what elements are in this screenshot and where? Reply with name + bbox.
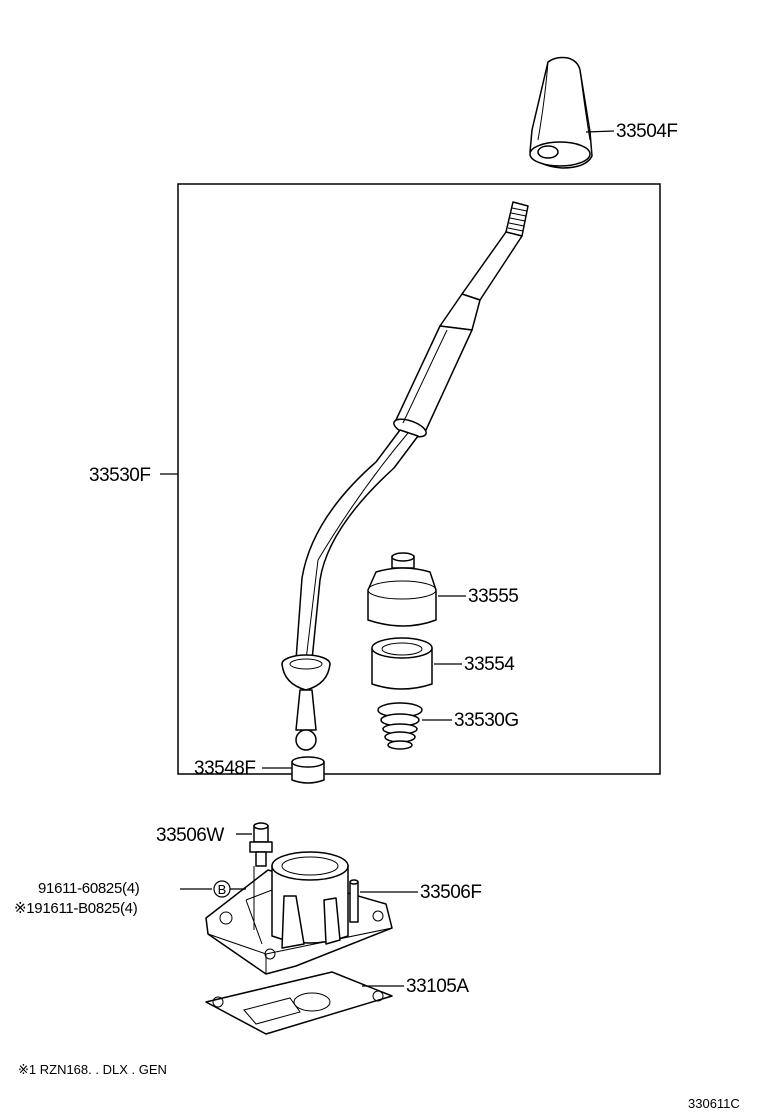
- label-33548F: 33548F: [194, 758, 255, 779]
- bushing-drawing[interactable]: [371, 637, 433, 690]
- collar-drawing[interactable]: [291, 756, 325, 784]
- boot-upper-drawing[interactable]: [367, 552, 437, 627]
- gasket-drawing[interactable]: [205, 971, 393, 1035]
- label-33506W: 33506W: [156, 825, 224, 846]
- footnote: ※1 RZN168. . DLX . GEN: [18, 1062, 167, 1077]
- label-33504F: 33504F: [616, 121, 677, 142]
- bolt-marker-letter: B: [218, 882, 227, 897]
- spring-drawing[interactable]: [377, 702, 423, 750]
- shift-knob-drawing[interactable]: [529, 56, 593, 169]
- shift-lever-drawing[interactable]: [281, 201, 529, 751]
- label-33555: 33555: [468, 586, 518, 607]
- label-33506F: 33506F: [420, 882, 481, 903]
- assembly-frame: [177, 183, 661, 775]
- breather-plug-drawing[interactable]: [249, 822, 273, 867]
- label-33530G: 33530G: [454, 710, 519, 731]
- label-33105A: 33105A: [406, 976, 469, 997]
- label-33554: 33554: [464, 654, 515, 675]
- figure-id: 330611C: [688, 1096, 740, 1111]
- label-bolt-alt: ※191611-B0825(4): [14, 900, 138, 917]
- label-33530F: 33530F: [89, 465, 150, 486]
- label-bolt-std: 91611-60825(4): [38, 880, 140, 897]
- retainer-drawing[interactable]: [205, 851, 393, 975]
